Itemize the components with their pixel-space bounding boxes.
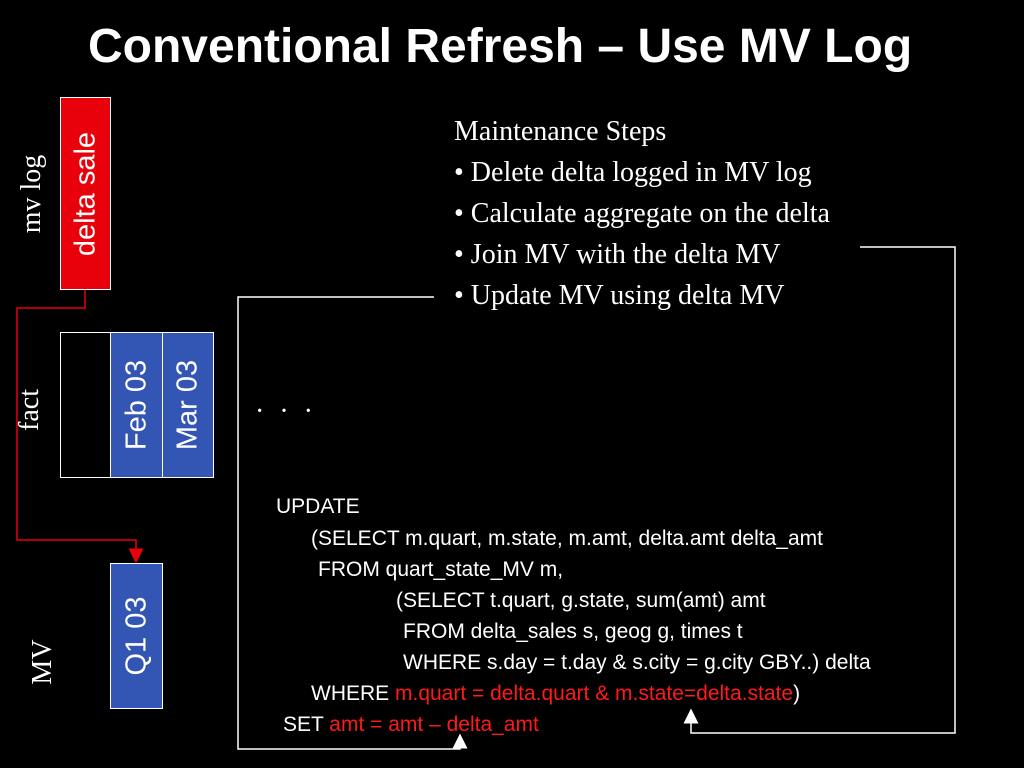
sql-line-1: UPDATE	[276, 495, 360, 518]
sql-line-8: SET amt = amt – delta_amt	[283, 713, 539, 737]
sql-line-6: WHERE s.day = t.day & s.city = g.city GB…	[403, 651, 871, 674]
sql-line-5: FROM delta_sales s, geog g, times t	[403, 620, 743, 643]
step-calculate: • Calculate aggregate on the delta	[454, 198, 830, 229]
step-join-connector	[683, 246, 956, 734]
sql-where-close: )	[793, 682, 801, 705]
sql-set-keyword: SET	[283, 713, 330, 736]
sql-line-4: (SELECT t.quart, g.state, sum(amt) amt	[396, 589, 766, 612]
sql-line-3: FROM quart_state_MV m,	[318, 558, 564, 581]
sql-where-keyword: WHERE	[311, 682, 395, 705]
step-update-connector	[237, 296, 468, 750]
slide-title: Conventional Refresh – Use MV Log	[88, 20, 913, 73]
step-join: • Join MV with the delta MV	[454, 239, 781, 270]
feb-partition-box: Feb 03	[110, 332, 163, 478]
q1-mv-box: Q1 03	[110, 563, 163, 709]
mar-partition-box: Mar 03	[162, 332, 214, 478]
steps-heading: Maintenance Steps	[454, 116, 667, 147]
sql-line-2: (SELECT m.quart, m.state, m.amt, delta.a…	[311, 527, 823, 550]
step-update: • Update MV using delta MV	[454, 280, 785, 311]
step-delete: • Delete delta logged in MV log	[454, 157, 812, 188]
sql-where-condition: m.quart = delta.quart & m.state=delta.st…	[395, 682, 794, 705]
log-to-mv-connector	[16, 290, 144, 564]
fact-empty-partition	[60, 332, 111, 478]
maintenance-steps: Maintenance Steps • Delete delta logged …	[454, 111, 830, 316]
sql-set-expression: amt = amt – delta_amt	[329, 713, 539, 736]
sql-line-7: WHERE m.quart = delta.quart & m.state=de…	[311, 682, 800, 706]
ellipsis: · · ·	[255, 396, 317, 427]
delta-sale-box: delta sale	[60, 97, 111, 290]
